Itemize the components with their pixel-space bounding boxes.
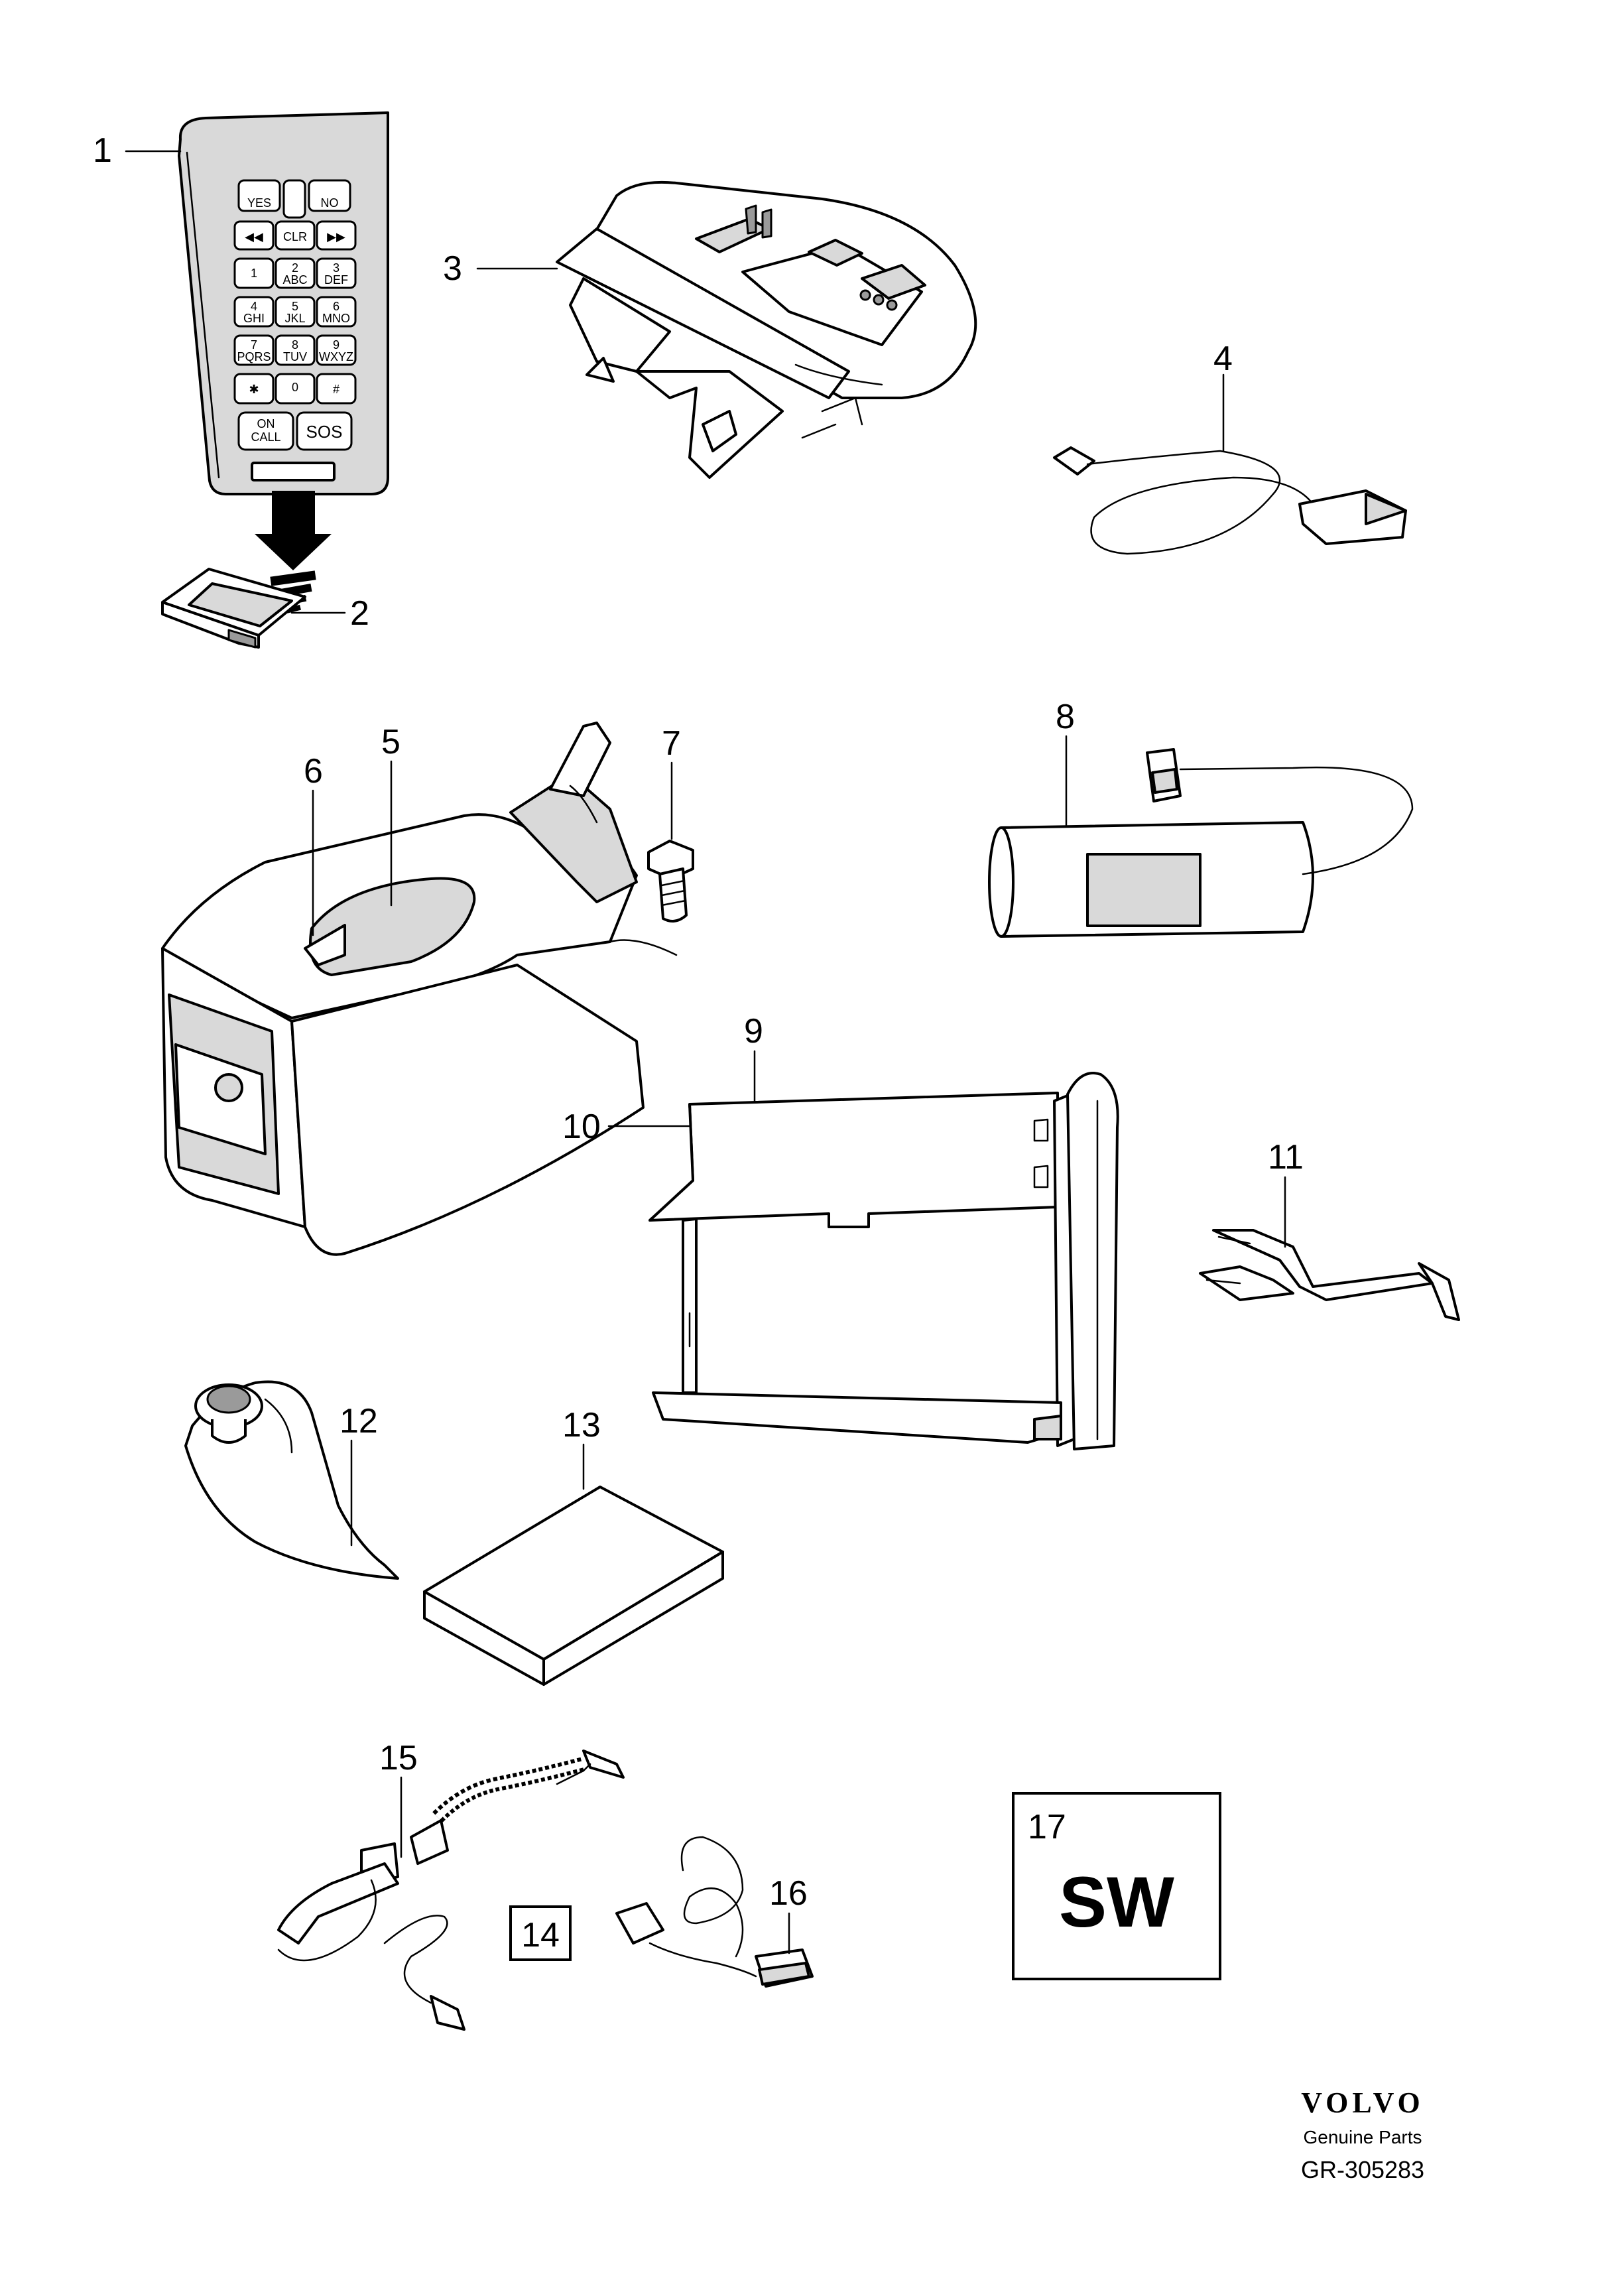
prev-track-icon: ◀◀ <box>245 230 263 243</box>
key-clr: CLR <box>283 230 307 243</box>
wiring-harness-part <box>615 1836 814 1988</box>
key-sos: SOS <box>306 422 343 442</box>
footer-subtitle: Genuine Parts <box>1304 2127 1422 2147</box>
callout-3: 3 <box>443 249 462 288</box>
callout-11: 11 <box>1268 1138 1304 1177</box>
flat-clip-part <box>1199 1229 1460 1321</box>
callout-9: 9 <box>744 1012 763 1051</box>
key-6-letters: MNO <box>322 312 350 325</box>
key-5-letters: JKL <box>284 312 305 325</box>
callout-5: 5 <box>381 723 400 761</box>
callout-4: 4 <box>1213 340 1233 378</box>
digit-keys: 1 2 ABC 3 DEF 4 GHI 5 JKL 6 MNO 7 PQRS 8… <box>233 257 357 405</box>
key-3: 3 <box>333 261 339 275</box>
software-box-number: 17 <box>1028 1808 1066 1846</box>
callout-14-box <box>509 1905 572 1961</box>
key-6: 6 <box>333 300 339 313</box>
key-4: 4 <box>251 300 257 313</box>
key-hash: # <box>333 383 339 396</box>
armrest-console-part <box>161 722 678 1256</box>
callout-14: 14 <box>521 1916 560 1954</box>
callout-2: 2 <box>350 594 369 633</box>
cable-with-connector-part <box>1053 446 1407 555</box>
phone-holder-bracket-part <box>648 1072 1119 1450</box>
footer: VOLVO Genuine Parts GR-305283 <box>1301 2086 1424 2183</box>
callout-10: 10 <box>562 1108 601 1146</box>
screw-part <box>647 840 694 923</box>
key-8-letters: TUV <box>283 350 307 363</box>
key-9-letters: WXYZ <box>319 350 353 363</box>
key-1: 1 <box>251 267 257 280</box>
key-2: 2 <box>292 261 298 275</box>
key-no: NO <box>321 196 339 210</box>
callout-12: 12 <box>339 1402 378 1440</box>
key-8: 8 <box>292 338 298 351</box>
key-7: 7 <box>251 338 257 351</box>
callout-13: 13 <box>562 1406 601 1444</box>
callout-16: 16 <box>769 1874 808 1913</box>
key-on-call-line2: CALL <box>251 430 280 444</box>
software-box-label: SW <box>1059 1862 1174 1942</box>
sim-tray-part <box>161 568 306 649</box>
callout-15: 15 <box>379 1739 418 1777</box>
microphone-part <box>277 1750 625 2031</box>
key-5: 5 <box>292 300 298 313</box>
key-2-letters: ABC <box>282 273 307 287</box>
phone-module-bracket-part <box>556 180 977 479</box>
key-0: 0 <box>292 381 298 394</box>
key-4-letters: GHI <box>243 312 265 325</box>
callout-6: 6 <box>304 752 323 791</box>
key-9: 9 <box>333 338 339 351</box>
key-yes: YES <box>247 196 271 210</box>
clip-with-button-part <box>184 1380 399 1580</box>
next-track-icon: ▶▶ <box>327 230 345 243</box>
foam-pad-part <box>423 1486 724 1686</box>
brand-logo: VOLVO <box>1301 2086 1424 2119</box>
key-7-letters: PQRS <box>237 350 271 363</box>
key-on-call-line1: ON <box>257 417 275 430</box>
figure-reference: GR-305283 <box>1301 2156 1424 2183</box>
callout-8: 8 <box>1056 698 1075 736</box>
callout-1: 1 <box>93 131 112 170</box>
callout-7: 7 <box>662 724 681 763</box>
software-box: 17 SW <box>1012 1792 1221 1980</box>
phone-keypad-part: YES NO ◀◀ CLR ▶▶ 1 2 ABC 3 DEF 4 GHI 5 J… <box>178 111 389 495</box>
battery-pack-part <box>988 748 1414 938</box>
key-star: ✱ <box>249 383 259 396</box>
key-3-letters: DEF <box>324 273 348 287</box>
